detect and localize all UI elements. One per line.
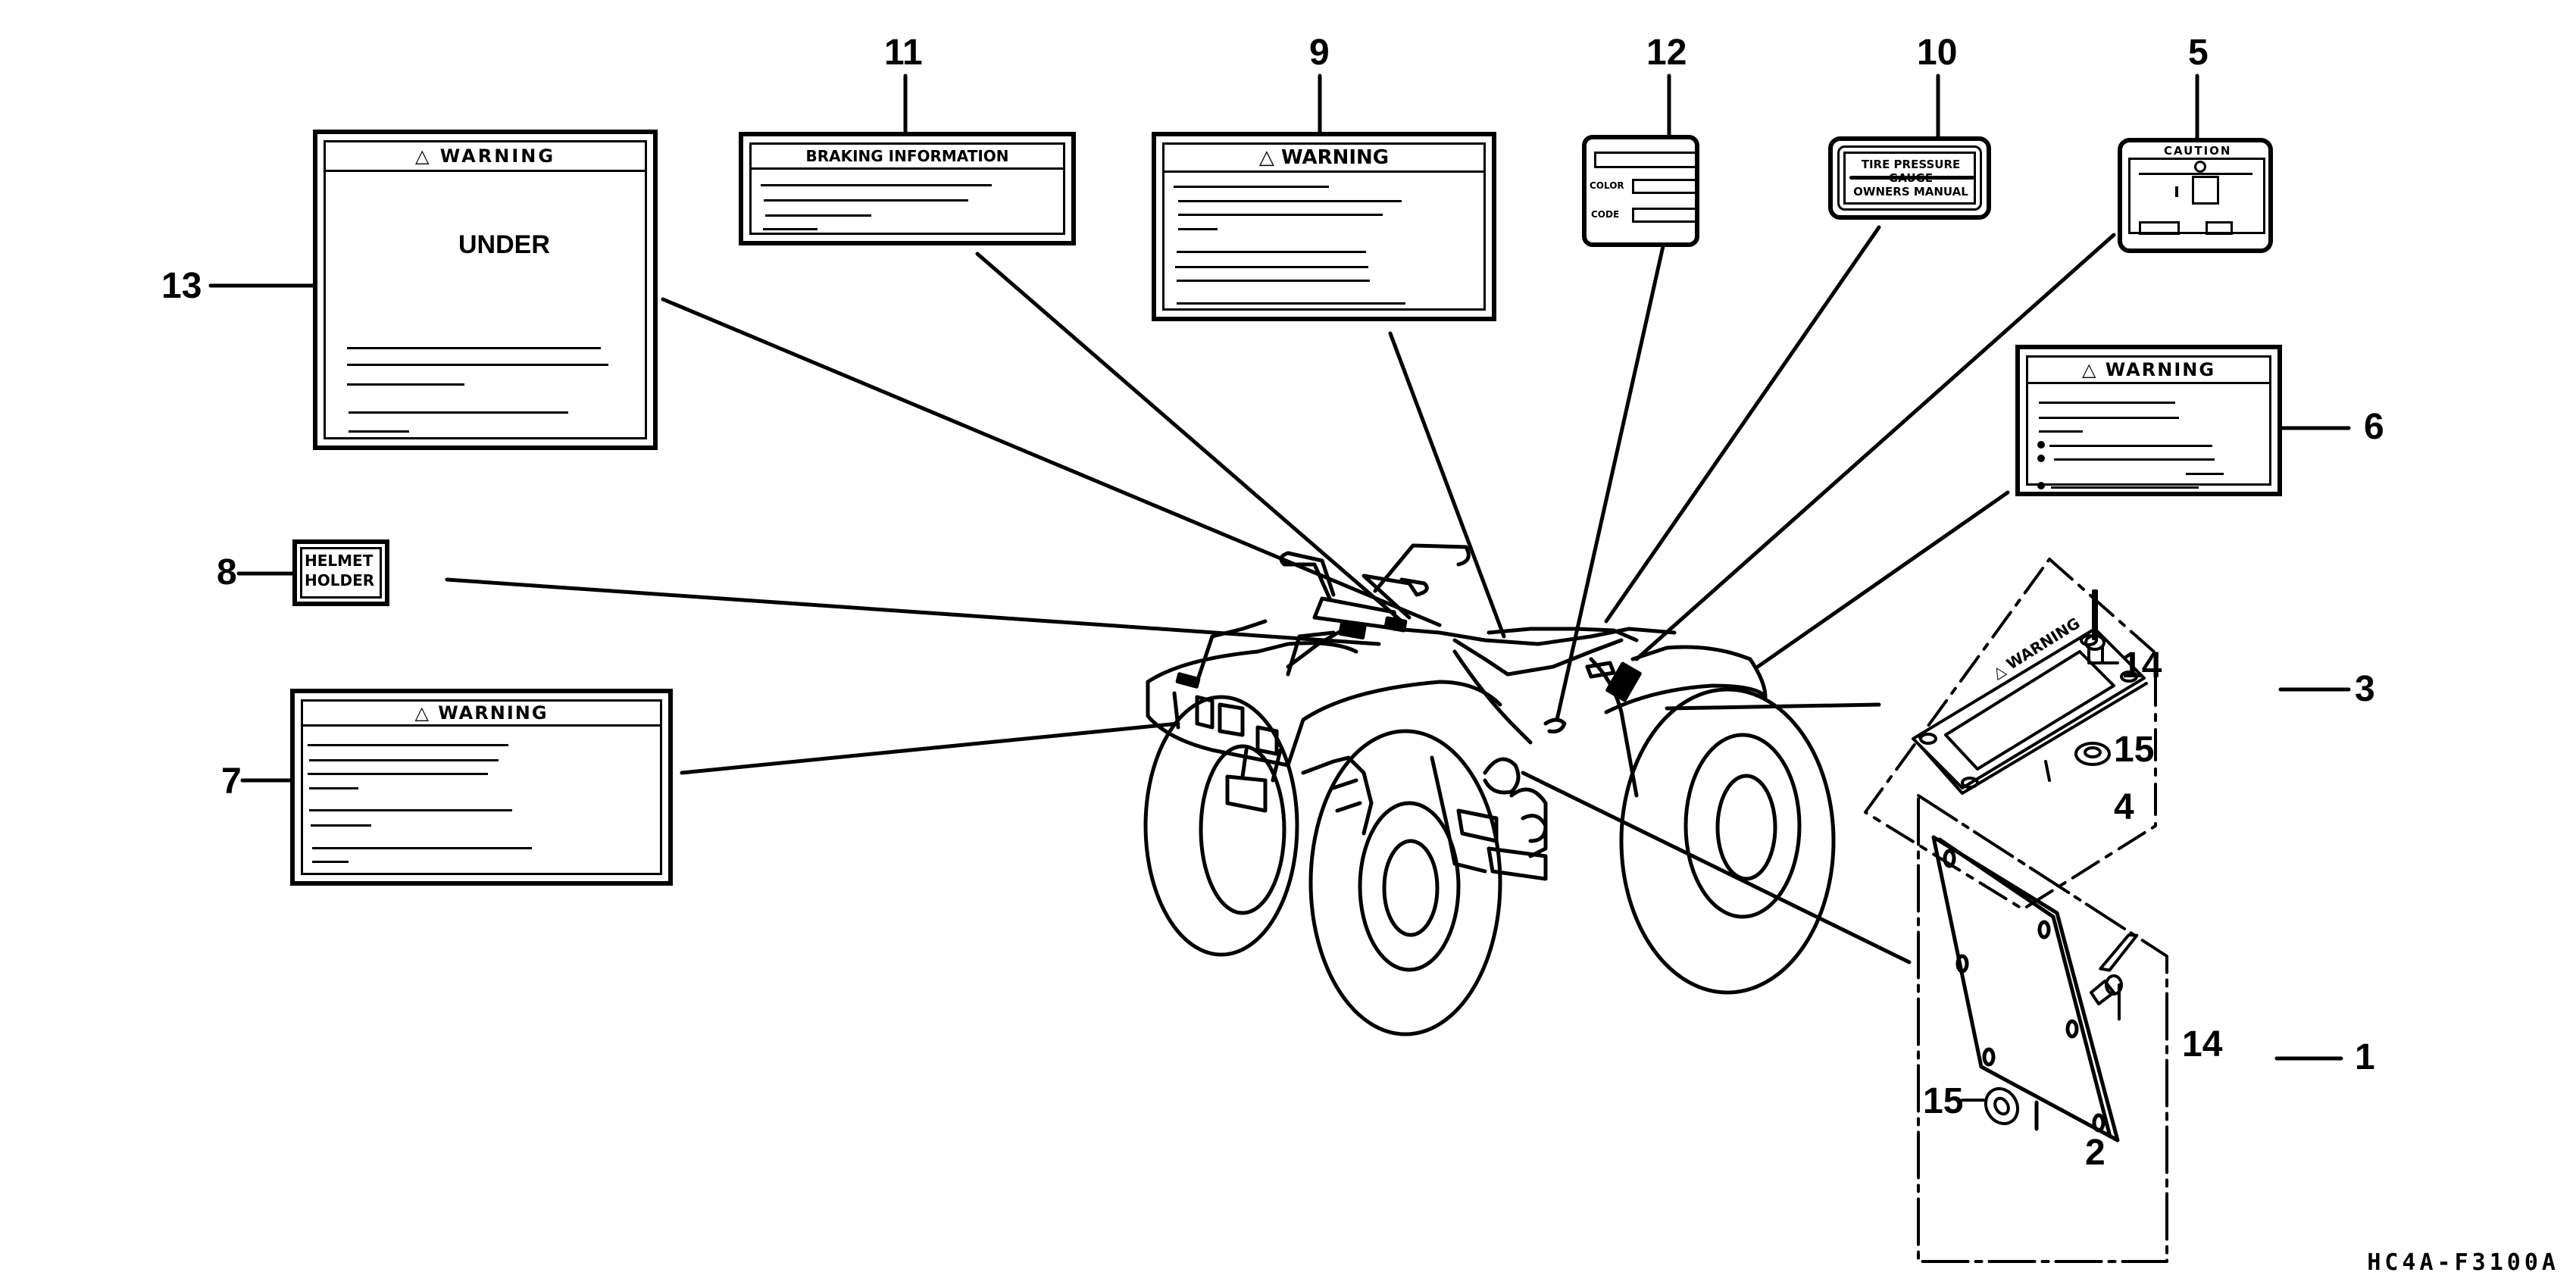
label-6-warning[interactable]: △ WARNING [2015,345,2282,496]
label-9-warning[interactable]: △ WARNING [1152,132,1496,321]
label-8-line1: HELMET [305,552,374,570]
label-9-heading: △ WARNING [1165,145,1483,173]
leader-10 [1604,225,1881,624]
label-13-heading: △ WARNING [326,142,645,172]
label-11-heading: BRAKING INFORMATION [752,145,1063,170]
callout-7: 7 [221,761,242,802]
label-8-line2: HOLDER [305,571,375,589]
callout-9: 9 [1309,33,1330,73]
label-10-line2: OWNERS MANUAL [1853,185,1968,199]
leader-12 [1555,244,1665,722]
label-11-braking-info[interactable]: BRAKING INFORMATION [739,132,1076,245]
leader-9 [1388,331,1506,639]
callout-8: 8 [217,552,237,592]
callout-14-top: 14 [2121,646,2162,686]
label-12-code-field [1632,208,1699,223]
label-7-warning[interactable]: △ WARNING [290,689,673,886]
warning-triangle-icon: △ [2081,359,2098,380]
label-13-warning-under[interactable]: △ WARNING UNDER [313,130,658,450]
leader-6 [1755,490,2010,669]
label-12-color-field [1632,179,1699,194]
callout-6: 6 [2364,407,2384,447]
callout-12: 12 [1646,33,1687,73]
group-1-container [1917,794,2168,1263]
leader-3 [1665,702,1881,711]
leader-7 [680,721,1180,775]
under-text: UNDER [458,230,550,259]
label-5-heading: CAUTION [2164,144,2232,158]
callout-2: 2 [2085,1133,2106,1173]
callout-4: 4 [2114,787,2134,827]
warning-triangle-icon: △ [414,702,430,724]
label-5-indicator-icon [2194,161,2206,173]
leader-1 [1521,771,1912,964]
callout-15-top: 15 [2114,730,2155,770]
label-7-heading: △ WARNING [303,702,660,727]
warning-triangle-icon: △ [1258,146,1274,169]
plate-2-drawing [1931,835,2120,1143]
drawing-code: HC4A-F3100A [2367,1249,2559,1276]
label-8-helmet-holder[interactable]: HELMET HOLDER [292,539,389,606]
label-12-color-label: COLOR [1590,180,1624,191]
label-12-color-code[interactable]: COLOR CODE [1582,135,1699,247]
leader-11 [975,252,1404,624]
atv-illustration [1143,543,1836,1036]
leader-5 [1634,233,2116,661]
label-10-divider [1849,176,1974,180]
callout-15-bottom: 15 [1923,1081,1964,1121]
label-12-top-field [1594,152,1699,168]
callout-11: 11 [884,33,923,73]
callout-1: 1 [2355,1037,2375,1077]
leader-8 [445,577,1381,646]
label-12-code-label: CODE [1591,209,1620,220]
group-3-container [1864,558,2157,911]
callout-13: 13 [161,266,202,306]
callout-5: 5 [2188,33,2209,73]
callout-14-bottom: 14 [2182,1024,2223,1064]
label-10-tire-pressure[interactable]: TIRE PRESSURE GAUGE OWNERS MANUAL [1828,136,1991,220]
label-6-heading: △ WARNING [2028,358,2269,384]
label-10-line1: TIRE PRESSURE GAUGE [1861,158,1961,185]
label-5-caution[interactable]: CAUTION [2118,138,2273,253]
callout-3: 3 [2355,669,2375,709]
leader-lines [208,73,2351,1061]
leader-13 [661,297,1442,627]
warning-triangle-icon: △ [414,145,432,167]
callout-10: 10 [1917,33,1958,73]
